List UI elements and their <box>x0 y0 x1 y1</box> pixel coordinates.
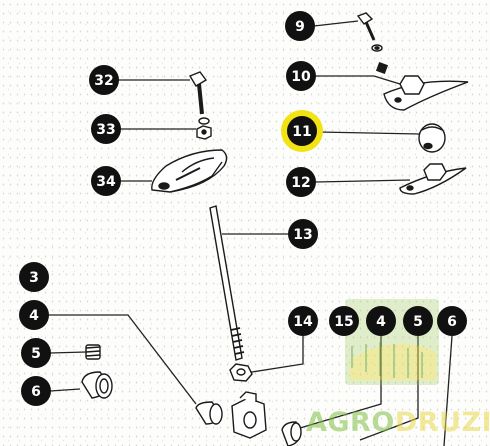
leader-12 <box>315 179 411 183</box>
watermark-text-right: DRUZI <box>395 407 490 438</box>
callout-badge-10 <box>286 61 316 91</box>
callout-badge-33 <box>91 114 121 144</box>
leader-6-right <box>443 335 453 446</box>
callout-label-5-right: 5 <box>413 314 423 330</box>
part-14-nut <box>229 363 253 382</box>
callout-badge-34 <box>91 166 121 196</box>
callout-label-6-right: 6 <box>447 314 457 330</box>
part-33-nut <box>196 117 212 140</box>
callout-label-33: 33 <box>96 122 115 138</box>
callout-label-4-right: 4 <box>376 314 386 330</box>
callout-label-34: 34 <box>96 174 116 190</box>
part-4-bush-left <box>195 401 223 425</box>
callout-badge-32 <box>89 65 119 95</box>
callout-badge-15 <box>329 306 359 336</box>
callout-badge-6-right <box>437 306 467 336</box>
callout-badge-11 <box>287 116 317 146</box>
leader-11 <box>317 131 421 135</box>
watermark-logo-stripes <box>351 342 423 378</box>
leader-6-left <box>49 388 81 392</box>
callout-badge-4-left <box>19 300 49 330</box>
callout-label-12: 12 <box>291 175 310 191</box>
part-9-bolt <box>356 12 383 52</box>
callout-badge-3 <box>19 262 49 292</box>
watermark-text: AGRODRUZI <box>306 407 490 438</box>
callout-label-10: 10 <box>291 69 311 85</box>
callout-label-3: 3 <box>29 270 39 286</box>
callout-badge-13 <box>288 219 318 249</box>
callout-label-5-left: 5 <box>31 346 41 362</box>
leader-9 <box>313 20 359 27</box>
callout-badge-4-right <box>366 306 396 336</box>
part-6-bush-left <box>81 371 113 399</box>
leader-5-right <box>359 336 419 441</box>
part-15-swivel <box>231 391 267 439</box>
callout-label-11: 11 <box>292 124 311 140</box>
parts <box>81 12 469 446</box>
part-4-bush-right <box>281 421 302 446</box>
part-32-bolt <box>188 71 208 115</box>
callout-badge-9 <box>285 11 315 41</box>
part-34-block <box>151 149 228 193</box>
callout-label-15: 15 <box>334 314 353 330</box>
callout-label-6-left: 6 <box>31 384 41 400</box>
part-12-plate <box>399 163 467 195</box>
callout-badge-14 <box>288 306 318 336</box>
leader-4-left <box>48 314 197 405</box>
callout-label-9: 9 <box>295 19 305 35</box>
part-5-spring-left <box>85 344 101 360</box>
part-13-rod <box>209 205 245 361</box>
watermark-text-left: AGRO <box>306 407 395 438</box>
leader-10-b <box>373 75 401 85</box>
part-10-plate <box>375 61 469 111</box>
callout-badge-12 <box>286 167 316 197</box>
leader-5-left <box>49 351 87 354</box>
callouts: 9 10 11 12 13 32 33 34 3 4 5 6 14 15 4 5 <box>19 11 467 406</box>
callout-label-13: 13 <box>293 227 312 243</box>
callout-badge-6-left <box>21 376 51 406</box>
callout-label-32: 32 <box>94 73 113 89</box>
callout-badge-5-right <box>403 306 433 336</box>
callout-label-4-left: 4 <box>29 308 39 324</box>
callout-badge-5-left <box>21 338 51 368</box>
part-11-ball <box>418 123 446 153</box>
callout-label-14: 14 <box>293 314 313 330</box>
